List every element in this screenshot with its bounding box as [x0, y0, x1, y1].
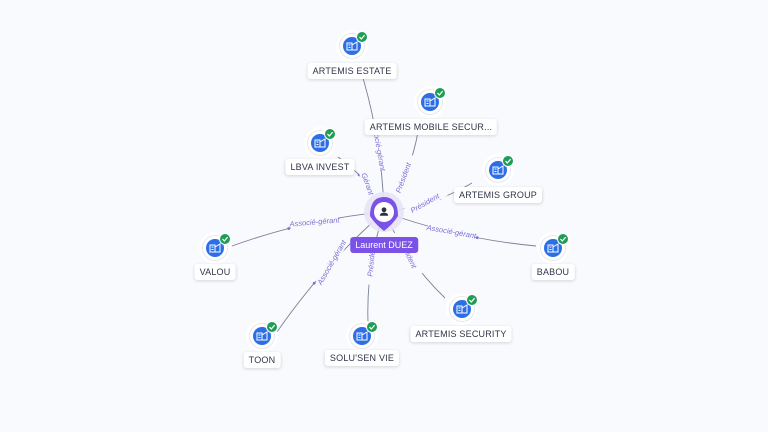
company-name-label[interactable]: ARTEMIS SECURITY: [410, 326, 512, 342]
person-icon: [379, 207, 389, 216]
verified-check-icon: [434, 87, 446, 99]
building-icon: [492, 165, 504, 175]
person-name-label[interactable]: Laurent DUEZ: [350, 237, 418, 253]
company-node[interactable]: [246, 320, 278, 352]
company-name-label[interactable]: ARTEMIS MOBILE SECUR...: [364, 119, 498, 135]
company-name-label[interactable]: VALOU: [194, 264, 236, 280]
edge-arrow-marker: [287, 227, 291, 230]
verified-check-icon: [219, 233, 231, 245]
verified-check-icon: [356, 31, 368, 43]
edge-role-label: Associé-gérant: [315, 238, 349, 287]
building-icon: [346, 41, 358, 51]
company-node[interactable]: [414, 86, 446, 118]
building-icon: [424, 97, 436, 107]
edge-label-background: [290, 214, 339, 229]
company-node[interactable]: [482, 154, 514, 186]
building-icon: [256, 331, 268, 341]
edge-role-label: Président: [366, 244, 378, 277]
company-node[interactable]: [304, 127, 336, 159]
building-icon: [456, 304, 468, 314]
building-icon: [209, 243, 221, 253]
company-name-label[interactable]: TOON: [243, 352, 281, 368]
verified-check-icon: [557, 233, 569, 245]
company-node[interactable]: [336, 30, 368, 62]
edge-role-label: Associé-gérant: [288, 215, 341, 228]
edge-label-background: [401, 186, 448, 220]
edge-arrow-marker: [475, 236, 479, 240]
company-node[interactable]: [199, 232, 231, 264]
company-name-label[interactable]: ARTEMIS ESTATE: [307, 63, 397, 79]
verified-check-icon: [324, 128, 336, 140]
building-icon: [547, 243, 559, 253]
edge-role-label: Gérant: [359, 172, 376, 197]
company-name-label[interactable]: LBVA INVEST: [285, 159, 355, 175]
verified-check-icon: [366, 321, 378, 333]
company-name-label[interactable]: ARTEMIS GROUP: [454, 187, 542, 203]
edge-role-label: Président: [409, 191, 442, 215]
edge-role-label: Associé-gérant: [425, 223, 478, 241]
edge-arrow-marker: [312, 281, 316, 285]
company-name-label[interactable]: BABOU: [531, 264, 575, 280]
edge-role-label: Président: [394, 160, 414, 194]
verified-check-icon: [502, 155, 514, 167]
building-icon: [314, 138, 326, 148]
verified-check-icon: [466, 294, 478, 306]
company-node[interactable]: [346, 320, 378, 352]
edge-label-background: [426, 222, 476, 241]
building-icon: [356, 331, 368, 341]
edge-label-background: [390, 153, 416, 202]
verified-check-icon: [266, 321, 278, 333]
person-node[interactable]: [364, 192, 404, 232]
company-name-label[interactable]: SOLU'SEN VIE: [324, 350, 400, 366]
company-node[interactable]: [537, 232, 569, 264]
edge-label-background: [314, 238, 348, 286]
company-node[interactable]: [446, 293, 478, 325]
